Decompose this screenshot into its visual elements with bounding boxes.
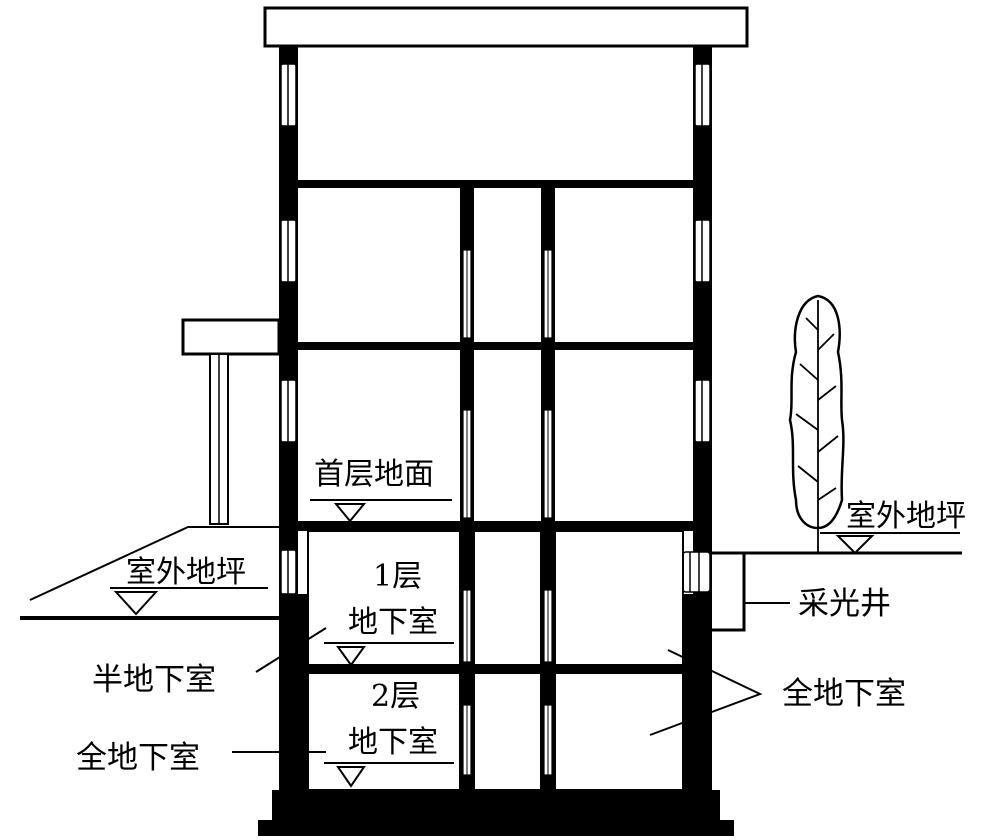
leader-lines — [232, 602, 790, 753]
light-well — [712, 551, 746, 632]
b1-marker — [336, 646, 366, 667]
right-grade-marker — [835, 535, 875, 555]
entrance-canopy — [181, 318, 281, 356]
door-lines — [466, 250, 549, 775]
window-mullions — [287, 64, 703, 594]
ground-floor-marker — [333, 503, 367, 523]
label-outdoor-grade-left: 室外地坪 — [126, 555, 246, 590]
label-basement-2-line2: 地下室 — [348, 725, 438, 760]
label-semi-basement: 半地下室 — [92, 662, 216, 698]
label-basement-1-line1: 1层 — [373, 559, 422, 594]
label-basement-2-line1: 2层 — [371, 679, 420, 714]
foundation-base — [258, 820, 734, 836]
roof-slab — [263, 6, 749, 48]
label-light-well: 采光井 — [798, 586, 891, 622]
left-grade-marker — [113, 591, 159, 616]
label-full-basement-left: 全地下室 — [76, 740, 200, 776]
b2-marker — [336, 766, 366, 788]
floor-slabs — [279, 180, 712, 673]
left-embankment — [29, 526, 279, 601]
interior-doors — [462, 249, 553, 776]
semi-basement-wall-lower — [279, 594, 308, 792]
label-ground-floor-level: 首层地面 — [314, 457, 434, 492]
label-full-basement-right: 全地下室 — [782, 676, 906, 712]
full-basement-wall-right — [683, 594, 712, 792]
tree-branches — [795, 300, 839, 552]
tree-icon — [788, 294, 845, 530]
label-basement-1-line2: 地下室 — [348, 605, 438, 640]
label-outdoor-grade-right: 室外地坪 — [846, 499, 966, 534]
